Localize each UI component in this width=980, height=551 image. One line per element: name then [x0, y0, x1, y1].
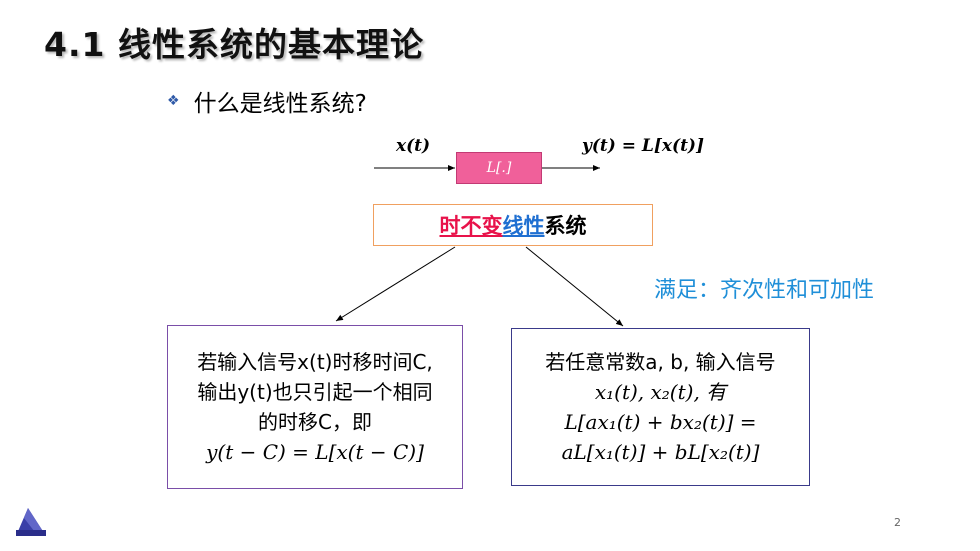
time-invariance-line-3: 的时移C，即 [258, 410, 372, 434]
linearity-box: 若任意常数a, b, 输入信号 x₁(t), x₂(t), 有 L[ax₁(t)… [511, 328, 810, 486]
page-number: 2 [894, 516, 901, 529]
system-box: L[.] [456, 152, 542, 184]
bullet-text: 什么是线性系统? [193, 91, 367, 117]
linearity-line-1: 若任意常数a, b, 输入信号 [545, 350, 776, 374]
input-signal-label: x(t) [396, 136, 431, 156]
right-branch-arrow [525, 246, 624, 327]
output-signal-label: y(t) = L[x(t)] [582, 136, 705, 156]
time-invariance-formula: y(t − C) = L[x(t − C)] [206, 440, 424, 464]
system-box-label: L[.] [486, 160, 512, 176]
slide-logo-icon [14, 504, 48, 542]
lti-system: 系统 [544, 214, 587, 238]
linearity-formula-2: aL[x₁(t)] + bL[x₂(t)] [561, 440, 760, 464]
time-invariance-box: 若输入信号x(t)时移时间C, 输出y(t)也只引起一个相同 的时移C，即 y(… [167, 325, 463, 489]
linearity-formula-1: L[ax₁(t) + bx₂(t)] = [564, 410, 757, 434]
diamond-bullet-icon: ❖ [167, 93, 180, 109]
satisfy-note: 满足：齐次性和可加性 [654, 278, 875, 303]
linearity-line-2: x₁(t), x₂(t), 有 [594, 380, 727, 404]
time-invariance-line-2: 输出y(t)也只引起一个相同 [197, 380, 433, 404]
slide-title: 4.1 线性系统的基本理论 [44, 25, 424, 64]
lti-linear: 线性 [502, 214, 545, 238]
time-invariance-line-1: 若输入信号x(t)时移时间C, [197, 350, 433, 374]
lti-time-invariant: 时不变 [439, 214, 503, 238]
lti-system-box: 时不变 线性 系统 [373, 204, 653, 246]
left-branch-arrow [335, 246, 456, 322]
bullet-question: ❖ 什么是线性系统? [167, 84, 367, 118]
